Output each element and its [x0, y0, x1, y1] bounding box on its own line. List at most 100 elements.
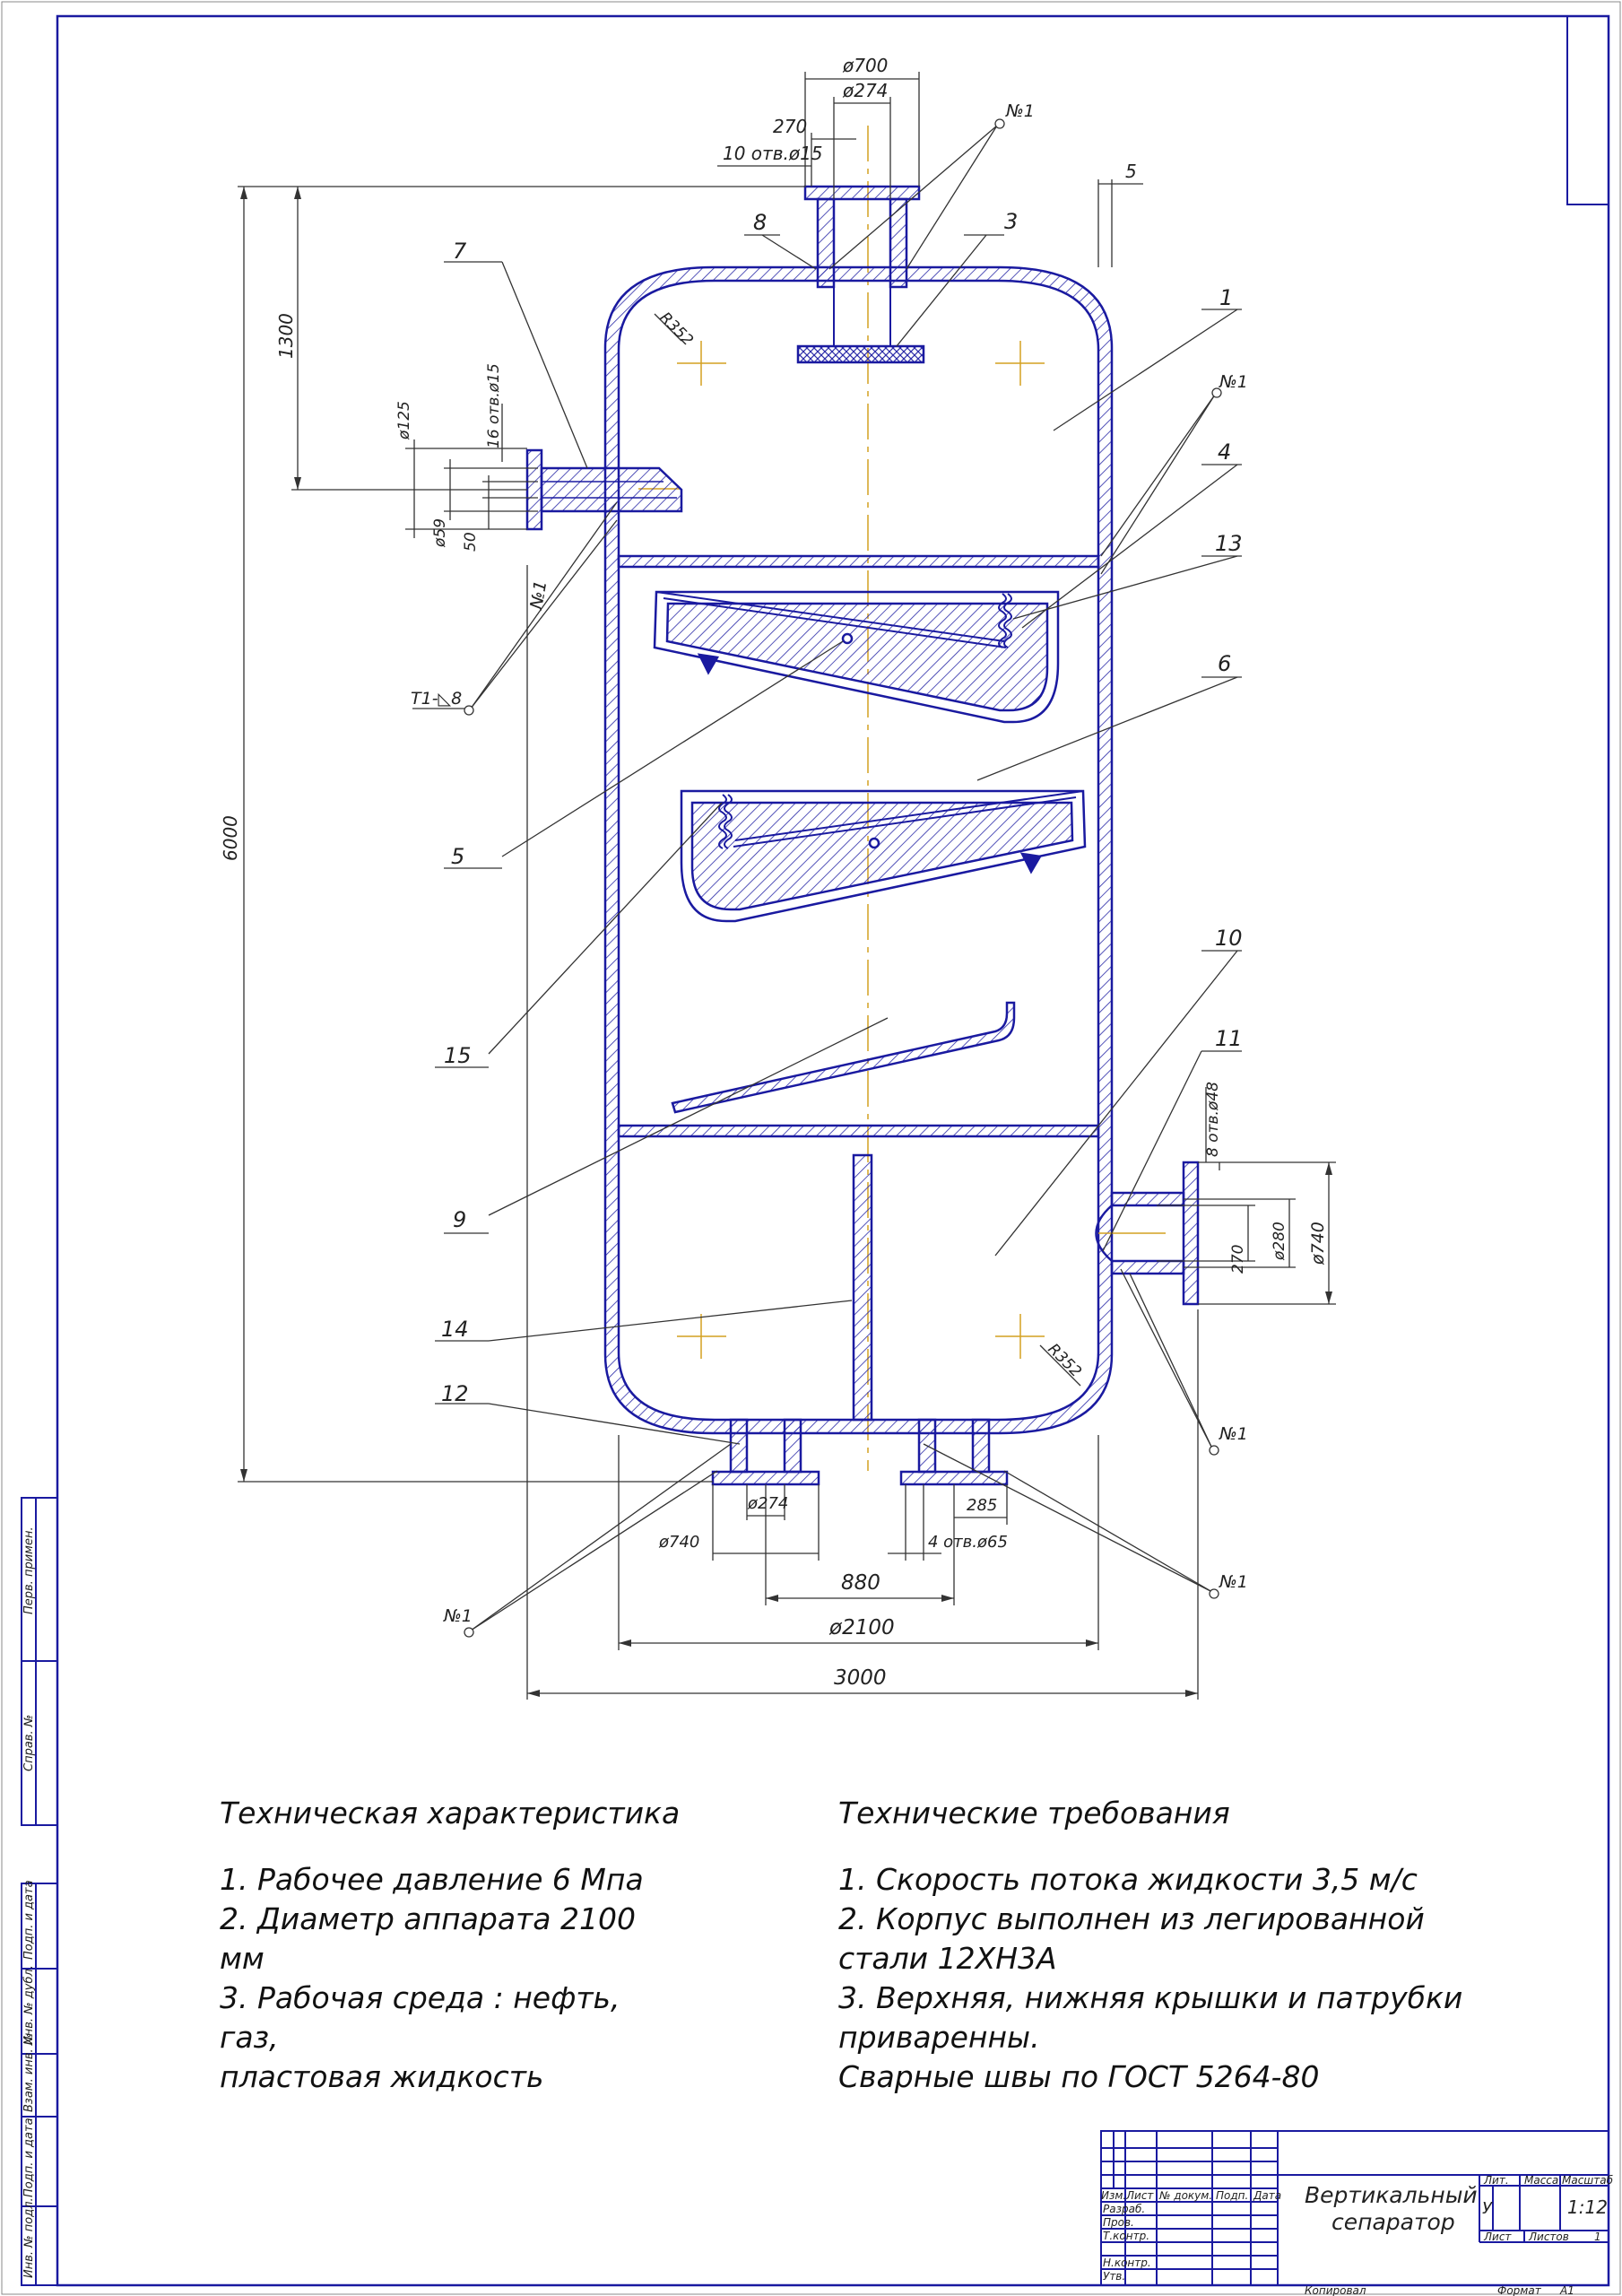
callout-3: 3 [1004, 209, 1018, 234]
vessel-shell [603, 265, 1114, 1435]
dim-r352-bottom: R352 [1044, 1340, 1084, 1380]
tb-row-tkontr: Т.контр. [1103, 2230, 1149, 2242]
tb-row-razrab: Разраб. [1103, 2203, 1145, 2215]
callout-14: 14 [441, 1317, 469, 1342]
stamp-sprav: Справ. № [22, 1715, 36, 1771]
dim-d5: 5 [1125, 161, 1137, 182]
upper-partition [617, 554, 1100, 569]
bottom-nozzle-right [899, 1418, 1009, 1486]
bottom-nozzle-left [711, 1418, 820, 1486]
tech-req-line-3: стали 12ХН3А [838, 1941, 1057, 1976]
tb-name-line2: сепаратор [1331, 2209, 1455, 2235]
tb-col-ndokum: № докум. [1158, 2189, 1212, 2202]
tech-req-line-5: Сварные швы по ГОСТ 5264-80 [838, 2059, 1320, 2094]
tech-req-line-1: 1. Скорость потока жидкости 3,5 м/с [838, 1862, 1418, 1897]
stamp-podp-data-2: Подп. и дата [22, 2118, 36, 2197]
dim-d50: 50 [462, 532, 480, 552]
dim-r352-top: R352 [655, 309, 696, 349]
tb-col-list: Лист [1125, 2189, 1154, 2202]
tech-req-line-4: 3. Верхняя, нижняя крышки и патрубки при… [838, 1980, 1463, 2055]
dim-d740-bottom: ø740 [658, 1533, 699, 1552]
tech-characteristics: Техническая характеристика 1. Рабочее да… [220, 1794, 686, 2097]
tb-kopiroval: Копировал [1305, 2284, 1366, 2296]
dimension-arrows [240, 187, 1332, 1697]
dim-h6000: 6000 [220, 815, 241, 861]
dim-holes-top: 10 отв.ø15 [723, 143, 823, 164]
callout-15: 15 [444, 1043, 472, 1068]
callout-1: 1 [1219, 285, 1233, 310]
callout-5: 5 [451, 844, 464, 869]
tb-col-podp: Подп. [1216, 2189, 1248, 2202]
dim-d274-top: ø274 [842, 80, 888, 101]
lower-deflector [671, 1001, 1016, 1114]
stamp-inv-dubl: Инв. № дубл. [22, 1965, 36, 2045]
callout-8: 8 [753, 210, 767, 235]
tech-char-line-4: пластовая жидкость [220, 2059, 544, 2094]
tech-char-line-3: 3. Рабочая среда : нефть, газ, [220, 1980, 620, 2055]
tb-row-prov: Пров. [1103, 2216, 1134, 2229]
mark-weld: Т1-◺8 [411, 689, 462, 709]
dim-holes-bottom: 4 отв.ø65 [928, 1533, 1008, 1552]
callout-13: 13 [1215, 531, 1243, 556]
callout-11: 11 [1215, 1026, 1243, 1051]
callout-6: 6 [1218, 651, 1231, 676]
tech-characteristics-title: Техническая характеристика [220, 1796, 681, 1831]
lower-partition [617, 1124, 1100, 1138]
tb-massa: Масса [1524, 2174, 1558, 2187]
tb-row-nkontr: Н.контр. [1103, 2257, 1151, 2269]
tech-requirements: Технические требования 1. Скорость поток… [838, 1794, 1583, 2097]
tb-format-value: А1 [1559, 2284, 1574, 2296]
dim-d280: ø280 [1271, 1222, 1288, 1261]
tb-name-line1: Вертикальный [1305, 2182, 1478, 2208]
dim-d3000: 3000 [834, 1666, 887, 1690]
tb-lit-value: У [1482, 2199, 1493, 2218]
upper-tray [653, 590, 1060, 724]
dim-holes-right: 8 отв.ø48 [1204, 1082, 1222, 1157]
dim-holes-side: 16 отв.ø15 [485, 363, 503, 448]
vertical-baffle [852, 1153, 873, 1422]
callout-12: 12 [441, 1381, 469, 1406]
side-stamp-column [21, 1497, 58, 2286]
middle-tray [680, 789, 1087, 923]
tech-char-line-2: 2. Диаметр аппарата 2100 мм [220, 1901, 636, 1976]
tb-format-label: Формат [1497, 2284, 1542, 2296]
reference-circles [464, 118, 1222, 1638]
stamp-perv-primen: Перв. примен. [22, 1526, 36, 1614]
tb-col-izm: Изм. [1101, 2189, 1126, 2202]
tb-row-utv: Утв. [1103, 2270, 1125, 2283]
dimension-lines [238, 72, 1336, 1700]
title-block [1100, 2130, 1609, 2286]
corner-stamp [1566, 15, 1609, 205]
tb-scale-value: 1:12 [1567, 2196, 1608, 2218]
dim-d125: ø125 [395, 401, 413, 440]
dim-d270: 270 [773, 116, 807, 137]
left-nozzle [525, 448, 683, 531]
callout-7: 7 [453, 239, 467, 264]
drawing-frame [56, 14, 1610, 2287]
dim-d740-right: ø740 [1308, 1222, 1328, 1265]
stamp-inv-podl: Инв. № подл. [22, 2197, 36, 2278]
dim-d2100: ø2100 [828, 1616, 895, 1639]
mark-no1-left: №1 [526, 579, 551, 612]
dim-d880: 880 [841, 1571, 880, 1595]
leader-lines [470, 125, 1238, 1631]
mark-no1-right-lower: №1 [1219, 1424, 1248, 1444]
tech-char-line-1: 1. Рабочее давление 6 Мпа [220, 1862, 644, 1897]
callout-10: 10 [1215, 926, 1243, 951]
mark-no1-bottom-left: №1 [443, 1606, 473, 1626]
dim-h1300: 1300 [275, 313, 297, 359]
dim-d59: ø59 [431, 518, 449, 548]
dim-d274-bottom: ø274 [747, 1494, 788, 1513]
mark-no1-right-upper: №1 [1219, 372, 1248, 392]
tb-listov-label: Листов [1528, 2231, 1569, 2243]
dim-d270-right: 270 [1229, 1245, 1247, 1274]
dim-d285: 285 [967, 1496, 997, 1515]
dim-d700: ø700 [842, 55, 888, 76]
tech-requirements-title: Технические требования [838, 1796, 1230, 1831]
tb-listov-value: 1 [1594, 2231, 1601, 2243]
callout-4: 4 [1218, 439, 1231, 465]
mark-no1-bottom-right: №1 [1219, 1572, 1248, 1592]
callout-shelves [412, 234, 1242, 1405]
